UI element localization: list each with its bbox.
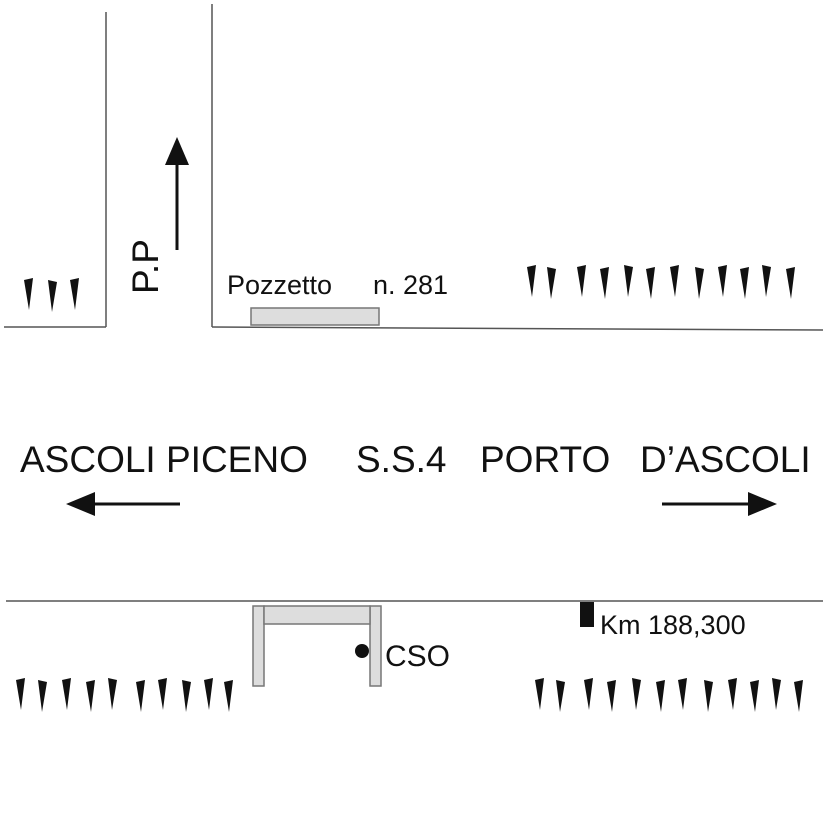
- tree-icon: [632, 678, 641, 710]
- tree-icon: [62, 678, 71, 710]
- ascoli-piceno-label: ASCOLI PICENO: [20, 439, 308, 480]
- tree-icon: [718, 265, 727, 297]
- tree-icon: [656, 680, 665, 712]
- tree-icon: [584, 678, 593, 710]
- upper-road-edge-right: [211, 326, 824, 331]
- up-arrow-icon: [165, 137, 189, 250]
- tree-icon: [762, 265, 771, 297]
- tree-icon: [607, 680, 616, 712]
- tree-icon: [24, 278, 33, 310]
- km-label: Km 188,300: [600, 610, 746, 640]
- tree-icon: [547, 267, 556, 299]
- tree-icon: [556, 680, 565, 712]
- pozzetto-label: Pozzetto: [227, 270, 332, 300]
- tree-symbols: [16, 265, 803, 712]
- tree-icon: [38, 680, 47, 712]
- left-arrow-icon: [66, 492, 180, 516]
- pozzetto-number-label: n. 281: [373, 270, 448, 300]
- tree-icon: [224, 680, 233, 712]
- tree-icon: [527, 265, 536, 297]
- dascoli-label: D’ASCOLI: [640, 439, 811, 480]
- tree-icon: [86, 680, 95, 712]
- tree-icon: [670, 265, 679, 297]
- tree-icon: [108, 678, 117, 710]
- porto-label: PORTO: [480, 439, 610, 480]
- cso-label: CSO: [385, 640, 450, 673]
- tree-icon: [535, 678, 544, 710]
- tree-icon: [577, 265, 586, 297]
- km-marker-icon: [580, 602, 594, 627]
- tree-icon: [786, 267, 795, 299]
- tree-icon: [158, 678, 167, 710]
- tree-icon: [136, 680, 145, 712]
- pozzetto-box: [250, 307, 380, 326]
- cso-structure: [252, 605, 382, 687]
- tree-icon: [182, 680, 191, 712]
- tree-icon: [740, 267, 749, 299]
- tree-icon: [728, 678, 737, 710]
- right-arrow-icon: [662, 492, 777, 516]
- road-ss4-label: S.S.4: [356, 439, 447, 480]
- tree-icon: [48, 280, 57, 312]
- tree-icon: [600, 267, 609, 299]
- tree-icon: [678, 678, 687, 710]
- tree-icon: [70, 278, 79, 310]
- tree-icon: [772, 678, 781, 710]
- tree-icon: [204, 678, 213, 710]
- tree-icon: [794, 680, 803, 712]
- tree-icon: [624, 265, 633, 297]
- tree-icon: [646, 267, 655, 299]
- tree-icon: [695, 267, 704, 299]
- pp-label: P.P: [125, 239, 166, 294]
- tree-icon: [704, 680, 713, 712]
- tree-icon: [750, 680, 759, 712]
- tree-icon: [16, 678, 25, 710]
- cso-point-icon: [355, 644, 369, 658]
